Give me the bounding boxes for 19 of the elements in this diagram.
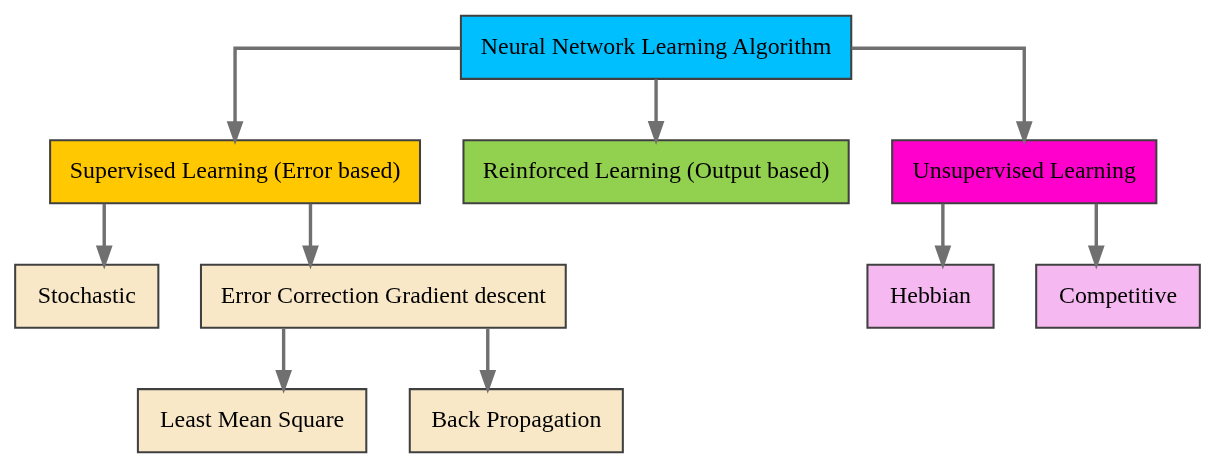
arrow [226,46,461,145]
arrow [647,78,665,145]
arrow [275,327,292,394]
node-box: Supervised Learning (Error based) [49,138,422,204]
node-box: Competitive [1035,263,1201,329]
arrow [479,327,497,394]
node-box: Least Mean Square [136,387,368,453]
node-box: Neural Network Learning Algorithm [459,14,853,80]
node-box: Reinforced Learning (Output based) [462,138,850,204]
arrow [851,46,1033,145]
node-box: Error Correction Gradient descent [199,263,567,329]
node-box: Hebbian [866,263,995,329]
node-box: Back Propagation [408,387,624,453]
node-box: Unsupervised Learning [891,138,1158,204]
node-box: Stochastic [14,263,160,329]
arrow [95,203,113,269]
arrow [934,203,952,269]
arrow [302,203,319,269]
arrow [1087,203,1105,269]
